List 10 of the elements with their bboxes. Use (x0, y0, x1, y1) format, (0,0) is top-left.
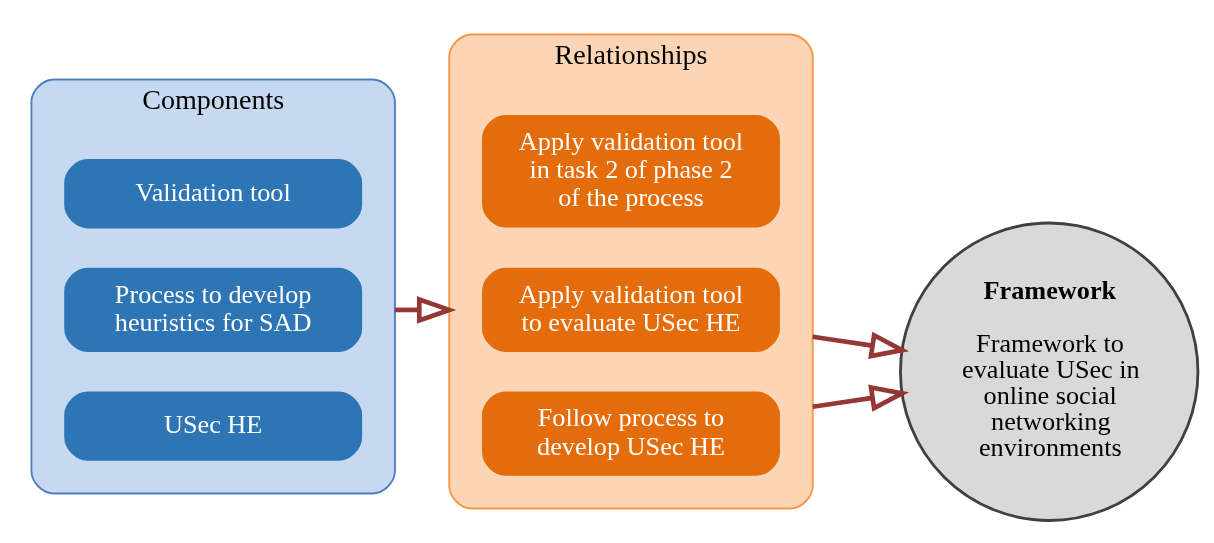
arrow (812, 331, 910, 359)
node-box: Process to develop heuristics for SAD (64, 267, 363, 353)
node-box: Apply validation tool in task 2 of phase 2 of the process (482, 115, 780, 228)
node-box: Apply validation tool to evaluate USec HE (482, 267, 780, 353)
arrow (394, 296, 457, 324)
node-box: Follow process to develop USec HE (482, 391, 780, 476)
arrow (812, 384, 910, 412)
node-box: USec HE (64, 391, 363, 461)
node-box: Validation tool (64, 159, 363, 229)
node-circle: Framework Framework to evaluate USec in online social networking environments (899, 221, 1200, 522)
